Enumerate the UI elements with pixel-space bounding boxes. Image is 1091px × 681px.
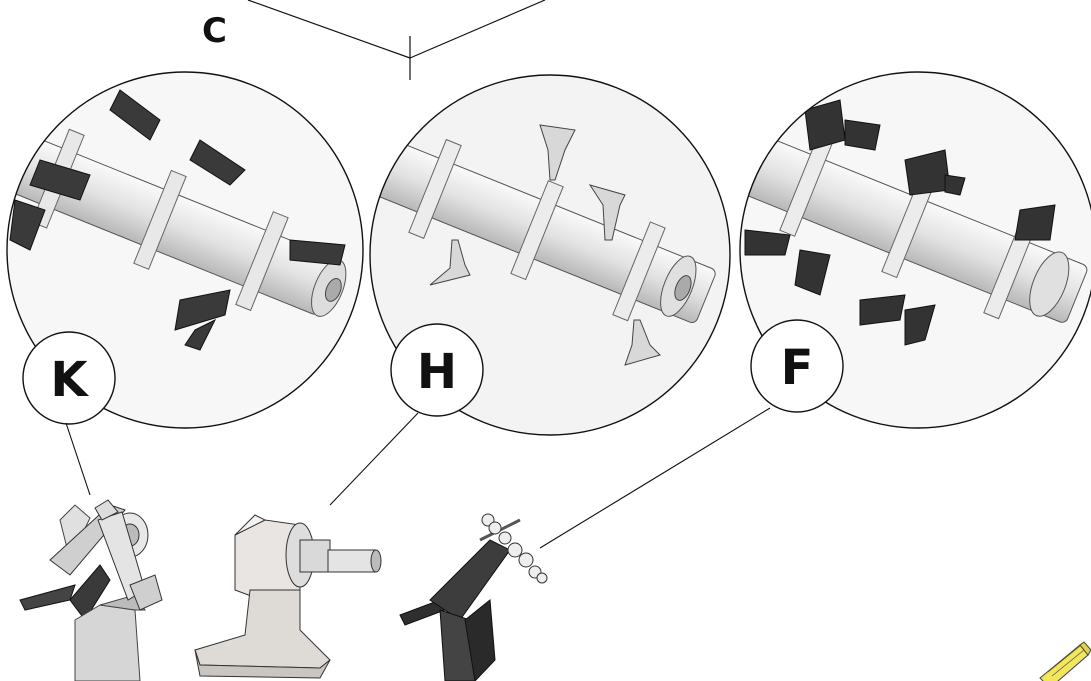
label-bubble-f: F <box>750 319 844 413</box>
label-h: H <box>417 344 457 400</box>
detail-circle-h <box>369 74 731 436</box>
label-k: K <box>50 352 89 408</box>
part-leader-lines <box>65 407 771 549</box>
part-f-blade <box>399 513 548 681</box>
detail-circle-f <box>739 71 1091 429</box>
detail-circle-k <box>6 71 364 429</box>
label-c: C <box>202 11 227 51</box>
pencil-icon <box>1039 641 1091 681</box>
c-leader-lines <box>247 0 546 80</box>
part-k-blade <box>19 499 163 681</box>
part-h-hammer <box>194 514 382 679</box>
label-bubble-k: K <box>22 331 116 425</box>
label-bubble-h: H <box>390 323 484 417</box>
label-f: F <box>781 340 814 396</box>
